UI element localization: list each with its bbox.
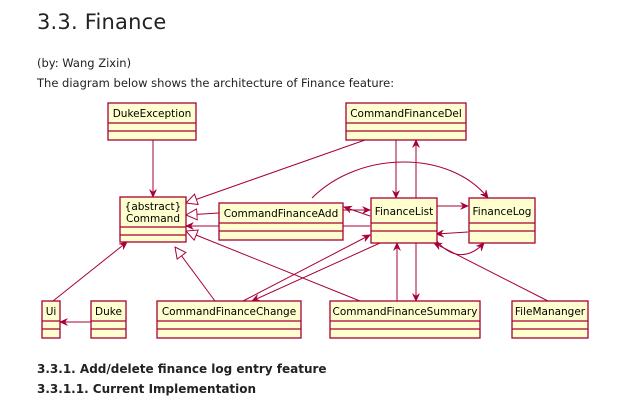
- class-command: {abstract} Command: [119, 196, 187, 243]
- diagram-edges: [52, 139, 549, 322]
- class-commandfinanceadd: CommandFinanceAdd: [218, 202, 344, 241]
- class-commandfinancedel: CommandFinanceDel: [345, 102, 467, 141]
- edge-finance-change-extends-command: [175, 247, 216, 302]
- edge-finance-change-financelist: [242, 235, 370, 302]
- class-filemanager: FileMananger: [511, 300, 589, 339]
- edge-financelog-financelist: [436, 232, 469, 234]
- edge-filemanager-financelist: [434, 243, 549, 302]
- page-title: 3.3. Finance: [37, 10, 167, 34]
- author-byline: (by: Wang Zixin): [37, 56, 132, 70]
- svg-text:FileMananger: FileMananger: [515, 306, 586, 318]
- svg-text:Ui: Ui: [46, 306, 57, 318]
- class-ui: Ui: [41, 300, 61, 339]
- section-heading-current-implementation: 3.3.1.1. Current Implementation: [37, 382, 257, 396]
- class-duke: Duke: [90, 300, 127, 339]
- class-financelist: FinanceList: [370, 197, 438, 244]
- svg-text:CommandFinanceAdd: CommandFinanceAdd: [224, 208, 338, 220]
- svg-text:CommandFinanceDel: CommandFinanceDel: [350, 108, 462, 120]
- intro-paragraph: The diagram below shows the architecture…: [37, 76, 395, 90]
- svg-text:Duke: Duke: [95, 306, 122, 318]
- class-commandfinancechange: CommandFinanceChange: [156, 300, 302, 339]
- svg-text:Command: Command: [126, 213, 180, 225]
- edge-finance-del-financelog: [311, 161, 488, 198]
- edge-ui-command: [52, 242, 127, 302]
- section-heading-add-delete: 3.3.1. Add/delete finance log entry feat…: [37, 362, 327, 376]
- svg-text:{abstract}: {abstract}: [125, 201, 182, 213]
- edge-financelist-financelog-curve: [435, 239, 484, 256]
- edge-financelist-finance-add: [344, 207, 371, 217]
- edge-financelist-finance-change: [252, 242, 381, 302]
- edge-finance-del-extends-command: [186, 139, 366, 203]
- svg-text:CommandFinanceSummary: CommandFinanceSummary: [333, 306, 478, 318]
- edge-finance-add-extends-command: [186, 213, 220, 215]
- svg-text:FinanceLog: FinanceLog: [473, 206, 532, 218]
- edge-finance-summary-extends-command: [186, 231, 361, 302]
- class-commandfinancesummary: CommandFinanceSummary: [329, 300, 481, 339]
- class-financelog: FinanceLog: [468, 197, 536, 244]
- svg-text:FinanceList: FinanceList: [375, 206, 434, 218]
- class-dukeexception: DukeException: [107, 102, 197, 141]
- svg-text:DukeException: DukeException: [113, 108, 192, 120]
- svg-text:CommandFinanceChange: CommandFinanceChange: [162, 306, 296, 318]
